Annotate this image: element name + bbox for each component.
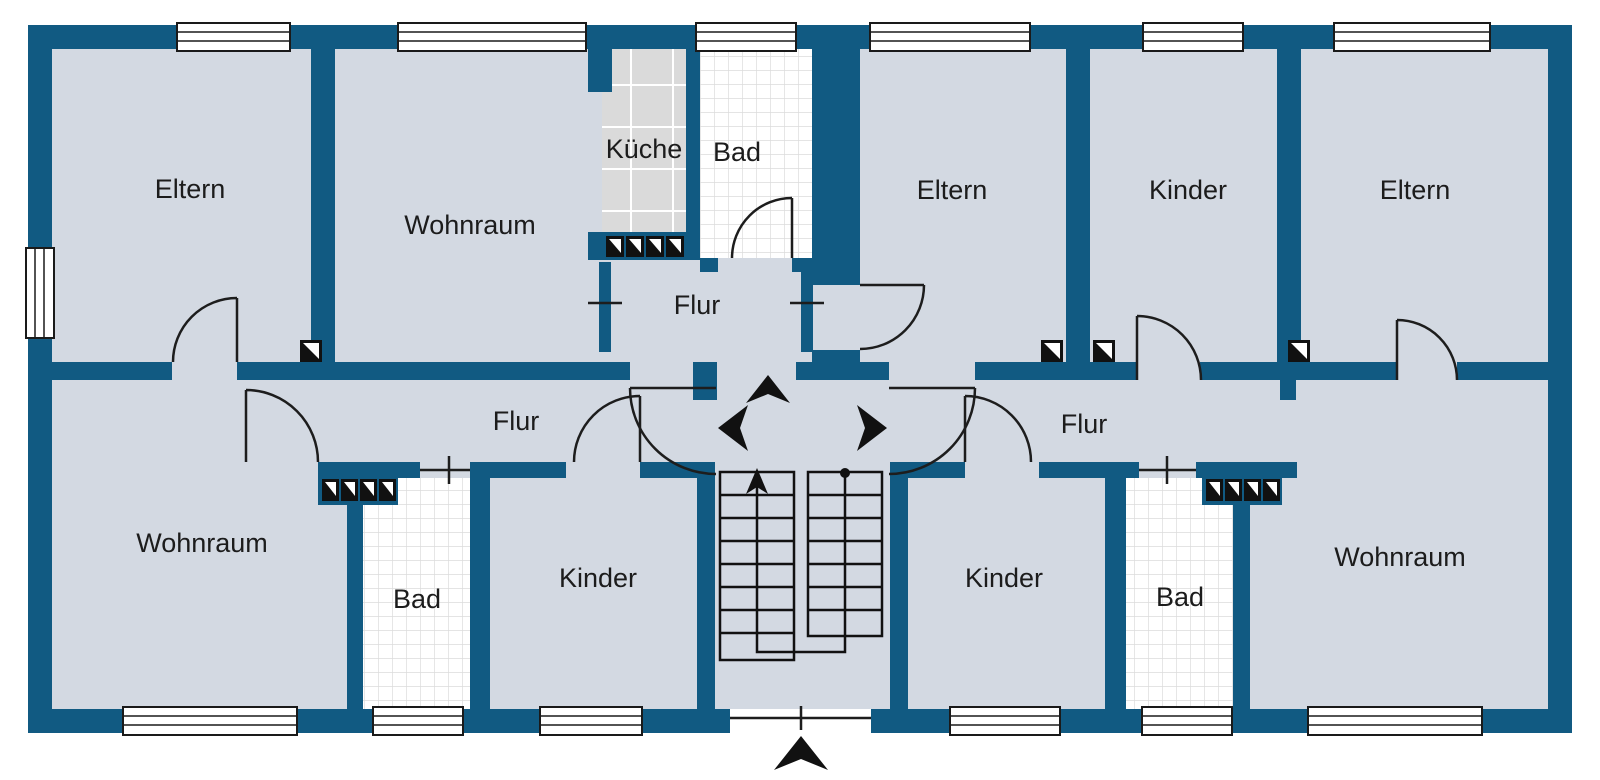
vent-shaft-icon — [1093, 340, 1115, 362]
vent-shaft-row — [606, 236, 684, 257]
door-kinder-bottom-left — [572, 394, 642, 463]
door-swing-left-icon — [718, 405, 748, 451]
window-icon — [1307, 706, 1483, 736]
door-entry-left-apartment — [628, 386, 717, 476]
vent-shaft-symbols — [300, 236, 1310, 501]
door-kinder-bottom-right — [963, 394, 1033, 463]
stair-up-arrow-icon — [746, 468, 768, 494]
room-label-wohnraum-bottom-left: Wohnraum — [136, 528, 268, 558]
window-icon — [539, 706, 643, 736]
bath-middle-tile-floor — [700, 49, 812, 258]
window-icon — [176, 22, 291, 52]
door-entry-right-apartment — [888, 386, 977, 476]
room-label-bad-top-middle: Bad — [713, 137, 761, 167]
room-label-kinder-top-right: Kinder — [1149, 175, 1227, 205]
window-icon — [25, 247, 55, 339]
vent-shaft-row — [1206, 479, 1280, 501]
stair-walk-line — [755, 473, 847, 654]
room-label-kinder-bottom-left: Kinder — [559, 563, 637, 593]
door-eltern-top-right — [1395, 318, 1459, 381]
vent-shaft-icon — [1288, 340, 1310, 362]
vent-shaft-icon — [1041, 340, 1063, 362]
door-eltern-top-middle — [859, 283, 926, 351]
vent-shaft-icon — [300, 340, 322, 362]
room-label-flur-small-middle: Flur — [674, 290, 721, 320]
door-kinder-top-right — [1135, 314, 1203, 381]
room-label-bad-bottom-left: Bad — [393, 584, 441, 614]
door-swing-up-icon — [746, 375, 790, 403]
door-threshold-bad-left — [420, 456, 470, 484]
bath-right-tile-floor — [1126, 478, 1236, 709]
stair-walk-start-dot — [840, 468, 850, 478]
kitchen-tile-floor — [602, 49, 686, 232]
room-label-eltern-top-middle: Eltern — [917, 175, 988, 205]
building-entrance-arrow-icon — [774, 736, 828, 770]
entrance-threshold — [730, 706, 871, 730]
room-labels: Eltern Wohnraum Küche Bad Eltern Kinder … — [136, 134, 1466, 614]
room-label-kinder-bottom-right: Kinder — [965, 563, 1043, 593]
room-label-wohnraum-top-left: Wohnraum — [404, 210, 536, 240]
window-icon — [372, 706, 464, 736]
window-icon — [949, 706, 1061, 736]
doors — [171, 196, 1459, 730]
door-bad-middle — [730, 196, 794, 259]
windows — [25, 22, 1491, 736]
room-label-kueche: Küche — [606, 134, 683, 164]
window-icon — [1142, 22, 1244, 52]
window-icon — [1333, 22, 1491, 52]
door-wohnraum-bottom-left — [244, 388, 320, 463]
vent-shaft-row — [322, 479, 396, 501]
direction-arrows — [718, 375, 887, 770]
room-label-wohnraum-bottom-right: Wohnraum — [1334, 542, 1466, 572]
window-icon — [122, 706, 298, 736]
door-eltern-top-left — [171, 296, 239, 363]
bath-left-tile-floor — [363, 478, 470, 709]
window-icon — [869, 22, 1031, 52]
room-label-eltern-top-left: Eltern — [155, 174, 226, 204]
door-swing-right-icon — [857, 405, 887, 451]
staircase — [718, 468, 884, 662]
room-label-eltern-top-right: Eltern — [1380, 175, 1451, 205]
room-label-flur-left: Flur — [493, 406, 540, 436]
door-threshold-bad-right — [1139, 456, 1196, 484]
window-icon — [397, 22, 587, 52]
window-icon — [695, 22, 797, 52]
window-icon — [1141, 706, 1233, 736]
room-label-flur-right: Flur — [1061, 409, 1108, 439]
room-label-bad-bottom-right: Bad — [1156, 582, 1204, 612]
